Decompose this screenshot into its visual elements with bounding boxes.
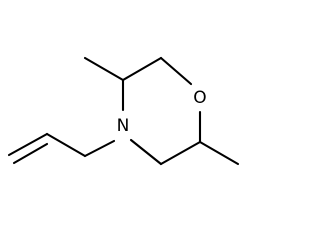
diagram-background (0, 0, 250, 250)
allyl-double-bond-outer (7, 132, 49, 157)
c2-methyl-bond (198, 140, 240, 166)
allyl-ch2-nitrogen-bond (83, 139, 116, 158)
molecule-structure-diagram: O N (0, 0, 250, 250)
c5-methyl-bond (83, 56, 125, 82)
nitrogen-atom-label: N (117, 116, 130, 136)
ring-c3-nitrogen-bond (129, 138, 163, 166)
oxygen-atom-label: O (193, 88, 206, 108)
allyl-ch-ch2-bond (45, 132, 87, 158)
ring-c5-c6-bond (121, 56, 163, 82)
ring-c2-c3-bond (159, 140, 202, 166)
allyl-double-bond-inner (12, 142, 49, 165)
ring-c6-oxygen-bond (159, 56, 193, 86)
